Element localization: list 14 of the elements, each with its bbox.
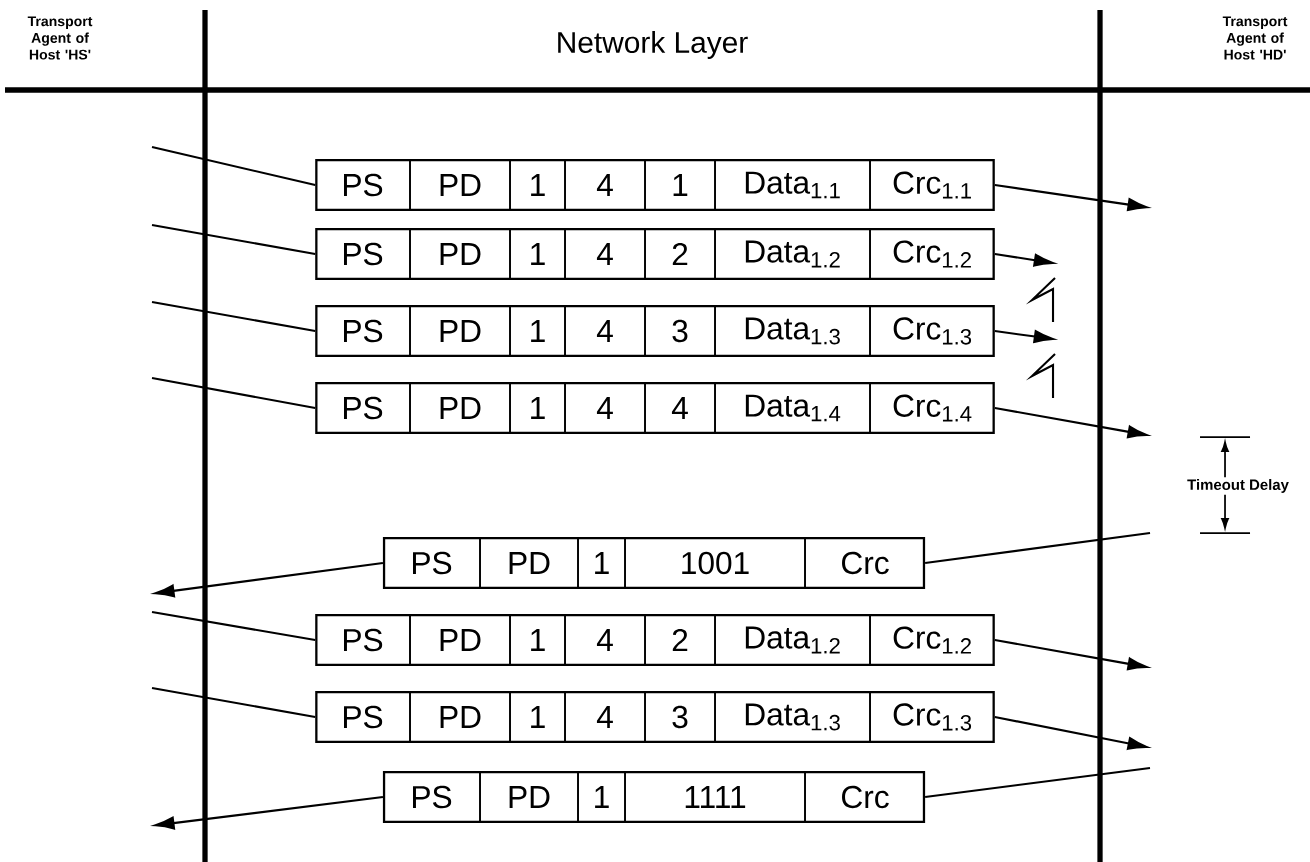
packet-box: PS PD 1 4 3 Data$_{1.3}$ Crc$_{1.3}$ xyxy=(315,691,995,743)
title: Network Layer xyxy=(558,31,748,59)
packet-box: PS PD 1 4 2 Data$_{1.2}$ Crc$_{1.2}$ xyxy=(315,228,995,280)
packet-box: PS PD 1 4 3 Data$_{1.3}$ Crc$_{1.3}$ xyxy=(315,305,995,357)
dimension-label: Timeout Delay xyxy=(1185,477,1291,495)
host-label: Transport Agent of Host 'HS' xyxy=(27,16,93,60)
packet-box: PS PD 1 4 1 Data$_{1.1}$ Crc$_{1.1}$ xyxy=(315,159,995,211)
packet-box: PS PD 1 4 2 Data$_{1.2}$ Crc$_{1.2}$ xyxy=(315,614,995,666)
host-label: Transport Agent of Host 'HD' xyxy=(1222,16,1288,60)
packet-box: PS PD 1 4 4 Data$_{1.4}$ Crc$_{1.4}$ xyxy=(315,382,995,434)
packet-box: PS PD 1 1111 Crc xyxy=(382,771,926,823)
lightning-bolt-icon xyxy=(1025,353,1056,398)
lightning-bolt-icon xyxy=(1025,277,1056,322)
packet-box: PS PD 1 1001 Crc xyxy=(382,537,926,589)
